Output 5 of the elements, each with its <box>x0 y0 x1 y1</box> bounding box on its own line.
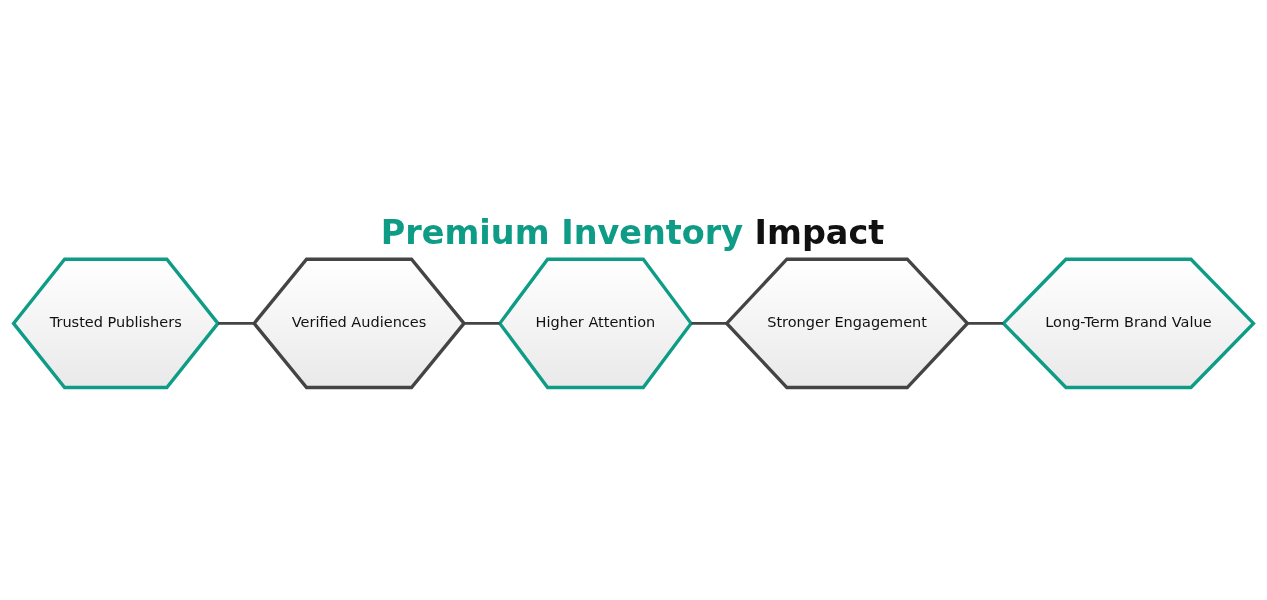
connector <box>691 321 727 325</box>
connector <box>967 321 1004 325</box>
connector <box>218 321 254 325</box>
diagram-title: Premium Inventory Impact <box>380 212 885 252</box>
connector <box>464 321 500 325</box>
